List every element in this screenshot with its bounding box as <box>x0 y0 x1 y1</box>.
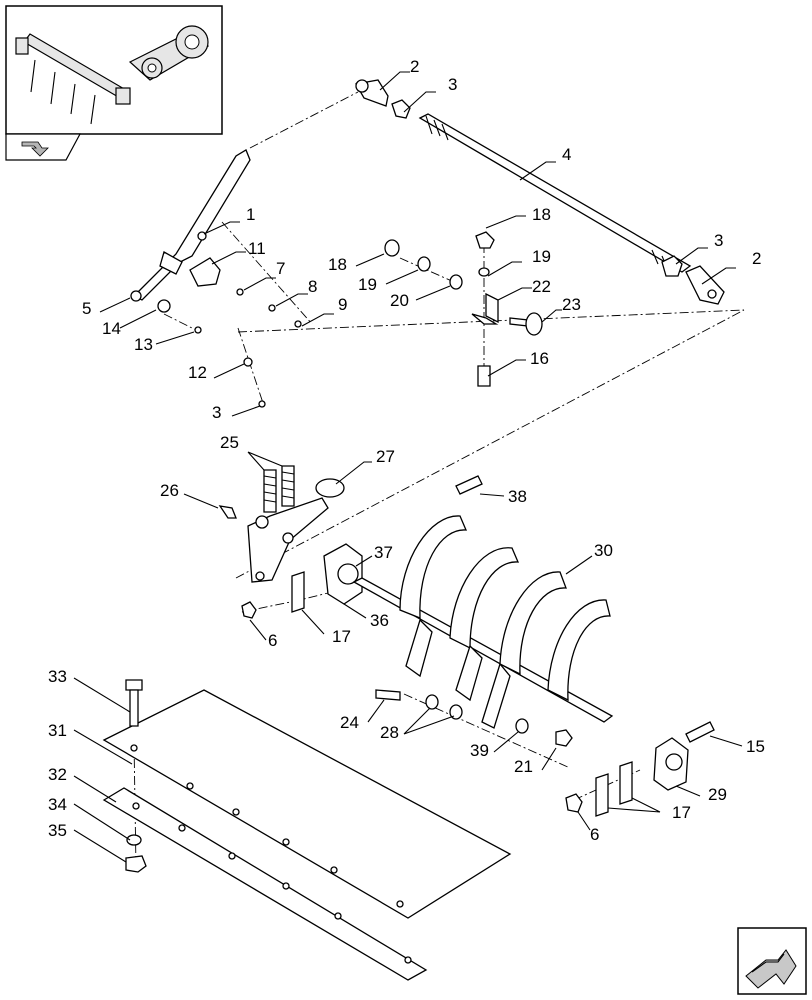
callout-14: 14 <box>102 319 121 338</box>
washer-set-upper <box>384 231 495 290</box>
callout-27: 27 <box>376 447 395 466</box>
assembly-overview-thumbnail[interactable] <box>5 5 223 135</box>
callout-17-right: 17 <box>672 803 691 822</box>
callout-36: 36 <box>370 611 389 630</box>
next-page-button[interactable] <box>737 927 807 995</box>
callout-5: 5 <box>82 299 91 318</box>
callout-6-left: 6 <box>268 631 277 650</box>
clamp-strip-32 <box>102 787 428 981</box>
callout-24: 24 <box>340 713 359 732</box>
callout-3-lower: 3 <box>212 403 221 422</box>
callout-23: 23 <box>562 295 581 314</box>
bolt-33 <box>125 679 143 727</box>
callout-3-upper: 3 <box>448 75 457 94</box>
callout-13: 13 <box>134 335 153 354</box>
callout-22: 22 <box>532 277 551 296</box>
plates-17-right <box>595 761 633 817</box>
next-page-arrow-icon <box>745 949 797 989</box>
callout-3-right: 3 <box>714 231 723 250</box>
callout-39: 39 <box>470 741 489 760</box>
bearing-block-29 <box>653 737 689 791</box>
callout-30: 30 <box>594 541 613 560</box>
thumbnail-gearbox <box>128 25 210 81</box>
bearing-block-36 <box>323 543 363 605</box>
fasteners-24-28-39-21 <box>375 689 573 747</box>
washer-34-nut-35 <box>125 834 147 873</box>
plate-17-left <box>291 571 305 613</box>
actuating-lever <box>130 149 251 302</box>
nut-upper <box>391 99 411 119</box>
bolt-15 <box>685 721 715 743</box>
bolt-38 <box>455 475 483 495</box>
thumbnail-pickup-bar <box>15 33 131 125</box>
springs-25 <box>263 465 295 513</box>
callout-21: 21 <box>514 757 533 776</box>
knob-bolt-23 <box>509 312 543 336</box>
callout-6-right: 6 <box>590 825 599 844</box>
callout-20: 20 <box>390 291 409 310</box>
threaded-rod <box>418 113 692 273</box>
callout-15: 15 <box>746 737 765 756</box>
callout-leader-lines <box>73 71 743 863</box>
callout-26: 26 <box>160 481 179 500</box>
callout-35: 35 <box>48 821 67 840</box>
callout-25: 25 <box>220 433 239 452</box>
callout-37: 37 <box>374 543 393 562</box>
tine-assembly-30 <box>352 515 614 729</box>
callout-2-upper: 2 <box>410 57 419 76</box>
callout-32: 32 <box>48 765 67 784</box>
back-nav-tab[interactable] <box>5 133 82 161</box>
callout-1: 1 <box>246 205 255 224</box>
callout-31: 31 <box>48 721 67 740</box>
bracket-11 <box>189 257 221 287</box>
callout-11: 11 <box>248 239 266 258</box>
angle-bracket-22 <box>471 292 499 325</box>
callout-7: 7 <box>276 259 285 278</box>
rod-end-upper <box>354 79 389 107</box>
callout-4: 4 <box>562 145 571 164</box>
callout-18-left: 18 <box>328 255 347 274</box>
callout-28: 28 <box>380 723 399 742</box>
callout-2-right: 2 <box>752 249 761 268</box>
callout-17-left: 17 <box>332 627 351 646</box>
callout-38: 38 <box>508 487 527 506</box>
back-arrow-icon <box>21 141 49 157</box>
callout-19-left: 19 <box>358 275 377 294</box>
bolt-16 <box>477 365 491 387</box>
callout-18-right: 18 <box>532 205 551 224</box>
callout-34: 34 <box>48 795 67 814</box>
pin-26 <box>218 505 237 519</box>
nut-6 <box>241 601 583 813</box>
callout-12: 12 <box>188 363 207 382</box>
nut-lower <box>661 255 683 277</box>
stripper-plate-31 <box>102 689 512 919</box>
callout-29: 29 <box>708 785 727 804</box>
callout-labels: 2 3 4 3 2 1 11 7 8 9 5 14 13 12 3 18 19 … <box>48 57 765 844</box>
callout-8: 8 <box>308 277 317 296</box>
callout-19-right: 19 <box>532 247 551 266</box>
rod-end-lower <box>685 265 725 305</box>
small-pin-set <box>157 231 302 408</box>
callout-9: 9 <box>338 295 347 314</box>
callout-33: 33 <box>48 667 67 686</box>
callout-16: 16 <box>530 349 549 368</box>
